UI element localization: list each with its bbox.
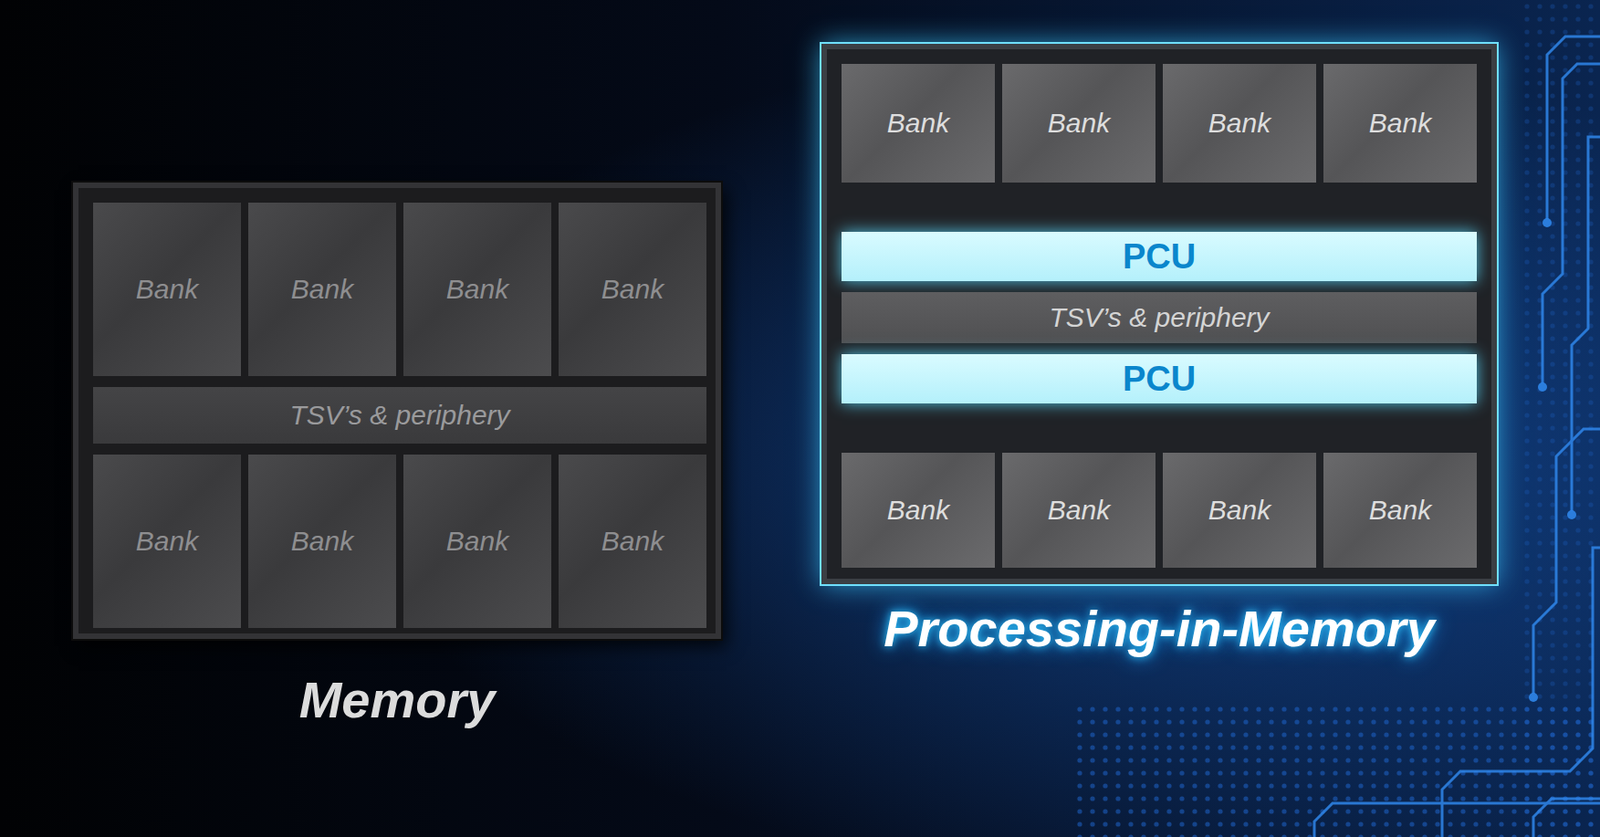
label-text: PCU <box>1122 359 1196 399</box>
circuit-trace <box>1314 803 1600 837</box>
label-text: Bank <box>601 525 664 557</box>
label-text: PCU <box>1122 237 1196 277</box>
memory-bank: Bank <box>403 202 552 377</box>
tsv-periphery-band: TSV’s & periphery <box>841 292 1477 344</box>
memory-bank: Bank <box>1323 452 1477 568</box>
label-text: Bank <box>291 273 354 305</box>
memory-bank: Bank <box>558 202 707 377</box>
tsv-periphery-band: TSV’s & periphery <box>93 386 707 444</box>
pim-chip: Processing-in-MemoryBankBankBankBankPCUT… <box>821 43 1497 585</box>
label-text: Bank <box>446 273 509 305</box>
circuit-pads <box>1528 218 1577 702</box>
memory-bank: Bank <box>93 202 241 377</box>
circuit-trace <box>1571 136 1600 512</box>
memory-bank: Bank <box>1162 452 1317 568</box>
label-text: Bank <box>1369 494 1432 526</box>
label-text: Bank <box>887 107 950 139</box>
memory-bank: Bank <box>841 63 995 183</box>
memory-bank: Bank <box>93 454 241 628</box>
pcu-band: PCU <box>841 231 1477 282</box>
label-text: Bank <box>1047 494 1110 526</box>
memory-bank: Bank <box>1323 63 1477 183</box>
label-text: Bank <box>1047 107 1110 139</box>
label-text: TSV’s & periphery <box>1048 302 1269 334</box>
circuit-pad <box>1528 692 1538 702</box>
memory-bank: Bank <box>558 454 707 628</box>
memory-bank: Bank <box>248 202 397 377</box>
label-text: Memory <box>299 669 496 730</box>
circuit-trace <box>1533 798 1600 837</box>
chip-heading: Memory <box>78 669 716 730</box>
dot-grid <box>1516 0 1600 837</box>
label-text: Bank <box>887 494 950 526</box>
chip-heading: Processing-in-Memory <box>826 598 1492 659</box>
memory-bank: Bank <box>248 454 397 628</box>
label-text: Bank <box>601 273 664 305</box>
label-text: Bank <box>1369 107 1432 139</box>
memory-bank: Bank <box>1162 63 1317 183</box>
memory-bank: Bank <box>1002 63 1156 183</box>
label-text: Bank <box>1208 107 1271 139</box>
circuit-pad <box>1567 510 1577 520</box>
label-text: Bank <box>135 525 199 557</box>
circuit-pad <box>1542 218 1552 228</box>
circuit-trace <box>1542 63 1600 384</box>
label-text: Processing-in-Memory <box>883 598 1435 659</box>
circuit-pad <box>1537 382 1548 392</box>
memory-bank: Bank <box>1002 452 1156 568</box>
circuit-trace <box>1442 547 1600 837</box>
label-text: Bank <box>446 525 509 557</box>
label-text: Bank <box>291 525 354 557</box>
label-text: Bank <box>135 273 199 305</box>
circuit-trace <box>1533 428 1600 694</box>
memory-bank: Bank <box>403 454 552 628</box>
memory-chip: MemoryBankBankBankBankTSV’s & peripheryB… <box>73 182 722 639</box>
label-text: TSV’s & periphery <box>289 399 510 431</box>
label-text: Bank <box>1208 494 1271 526</box>
memory-bank: Bank <box>841 452 995 568</box>
pcu-band: PCU <box>841 354 1477 404</box>
